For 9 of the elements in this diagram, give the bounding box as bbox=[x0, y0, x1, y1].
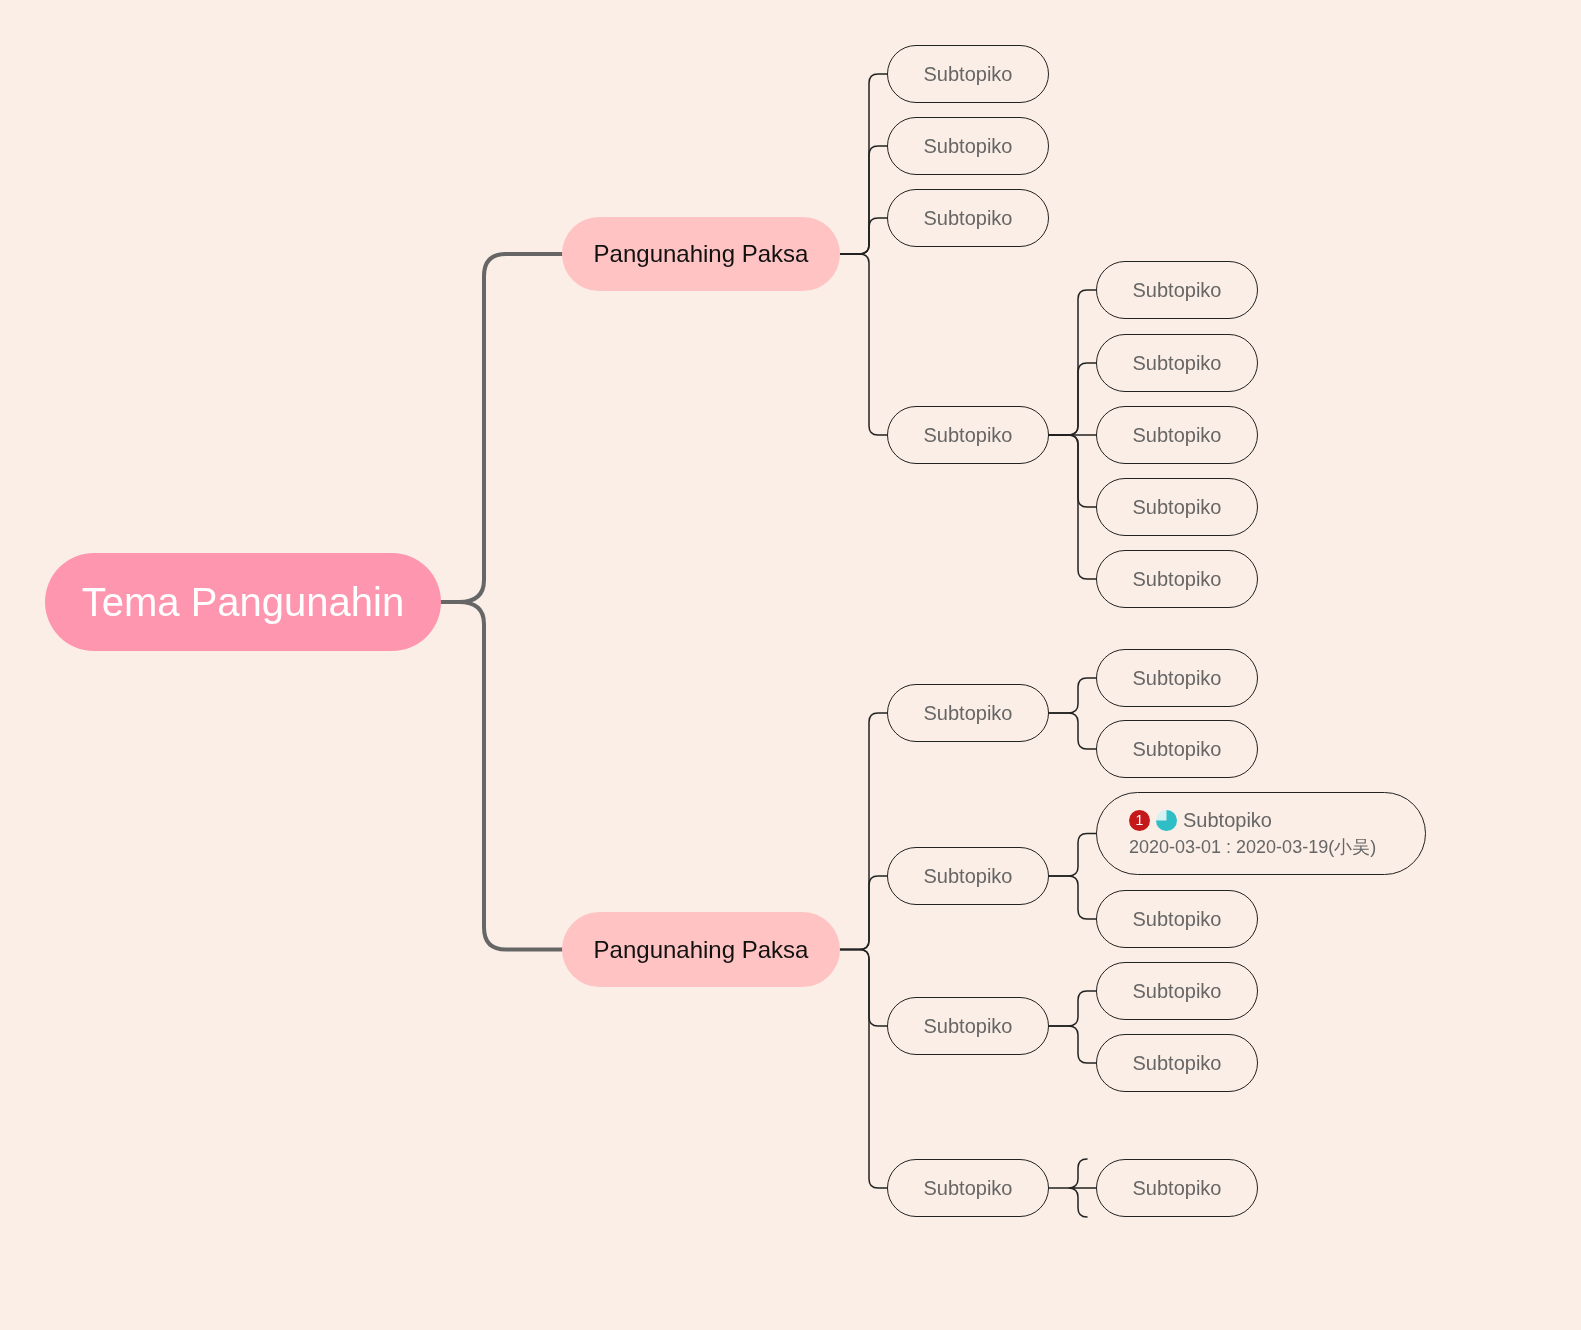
date-range-text: 2020-03-01 : 2020-03-19(小吴) bbox=[1129, 835, 1377, 859]
brace-connector bbox=[1048, 712, 1097, 750]
subtopic-label: Subtopiko bbox=[1183, 808, 1272, 832]
number-badge: 1 bbox=[1129, 809, 1150, 831]
brace-connector bbox=[839, 253, 888, 436]
brace-connector bbox=[1048, 1158, 1097, 1218]
main-topic-box: Pangunahing Paksa bbox=[562, 912, 840, 987]
central-topic-box: Tema Pangunahin bbox=[45, 553, 441, 651]
main-topic-box: Pangunahing Paksa bbox=[562, 217, 840, 291]
